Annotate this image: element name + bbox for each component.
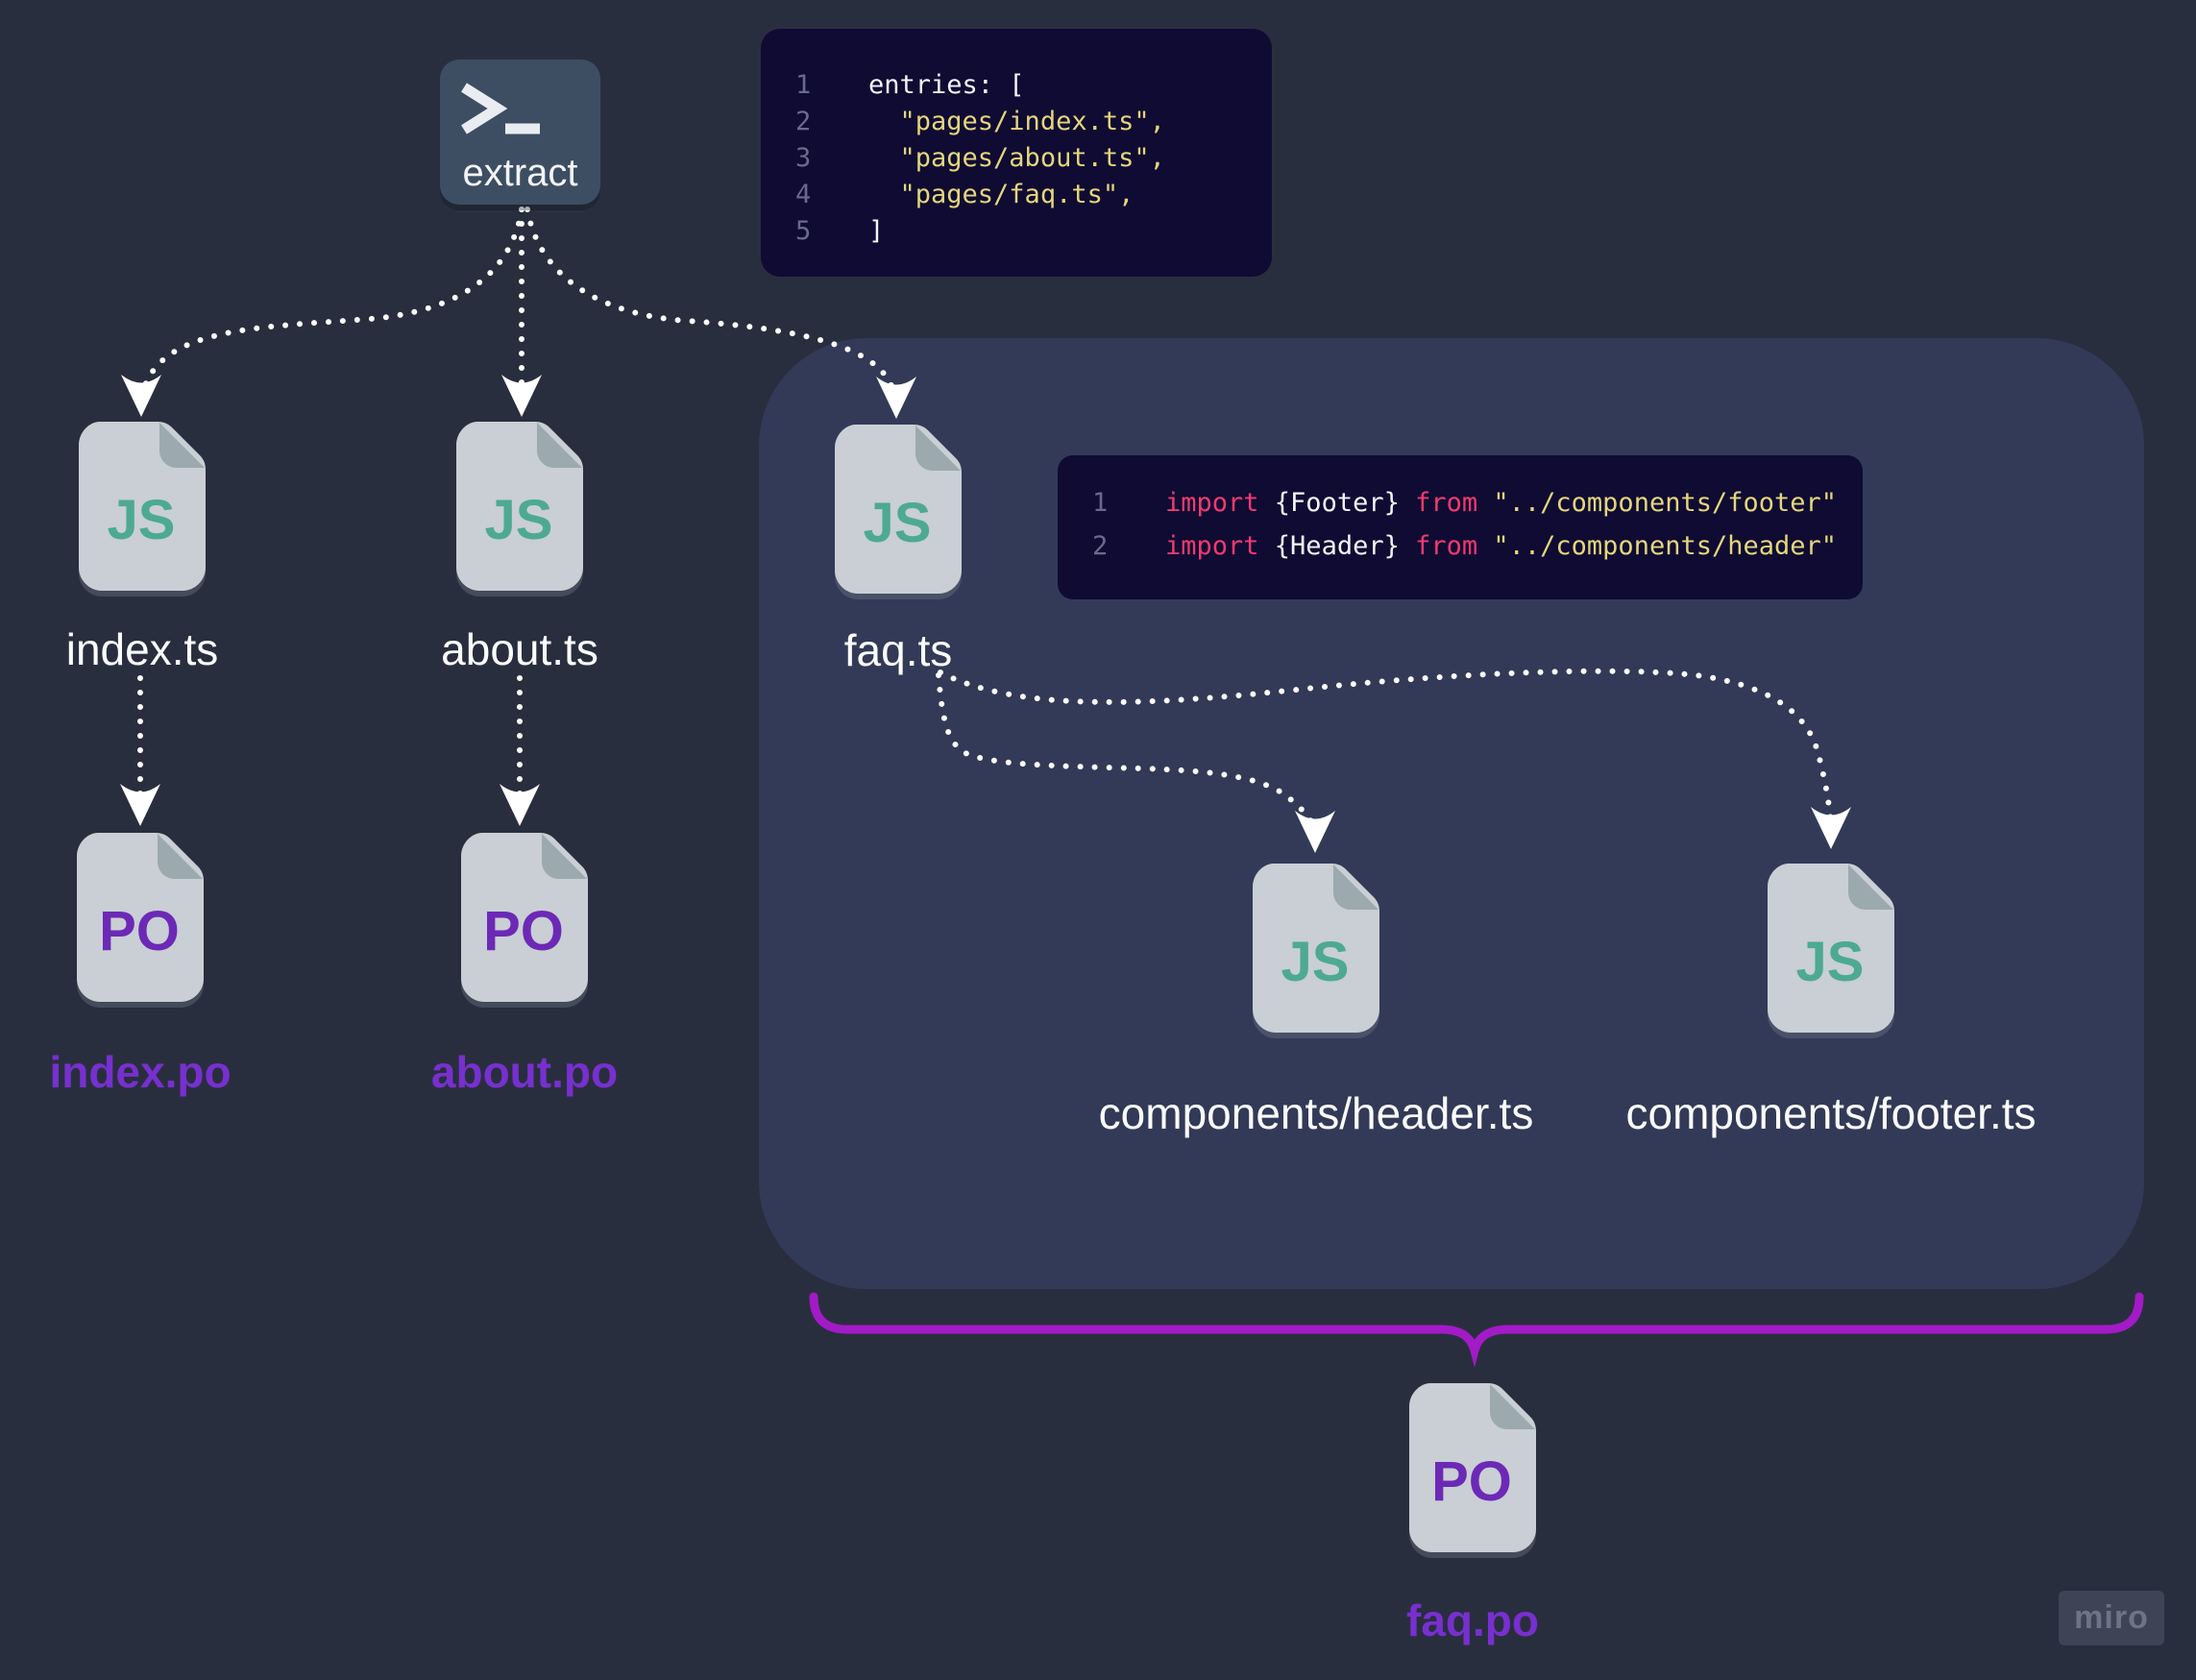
file-label: faq.ts — [843, 625, 953, 675]
js-file-icon: JS — [1768, 864, 1894, 1033]
po-file-icon: PO — [77, 833, 204, 1002]
svg-text:PO: PO — [483, 900, 564, 962]
connector-extract-to-index[interactable] — [139, 207, 525, 399]
file-node-index-po[interactable]: PO index.po — [49, 831, 232, 1097]
svg-text:JS: JS — [1281, 931, 1350, 993]
group-brace[interactable] — [809, 1292, 2144, 1368]
miro-watermark[interactable]: miro — [2059, 1591, 2164, 1645]
svg-text:PO: PO — [99, 900, 180, 962]
arrowhead-about — [501, 375, 542, 417]
file-label: index.po — [49, 1047, 232, 1097]
file-label: about.ts — [441, 624, 598, 674]
file-node-index-ts[interactable]: JS index.ts — [66, 420, 218, 674]
js-file-icon: JS — [456, 422, 583, 591]
arrowhead-about-po — [500, 784, 540, 826]
code-line: 2 "pages/index.ts", — [795, 107, 1165, 136]
arrowhead-index-po — [120, 784, 160, 826]
file-node-about-po[interactable]: PO about.po — [431, 831, 618, 1097]
po-file-icon: PO — [1409, 1383, 1536, 1552]
file-label: components/footer.ts — [1625, 1088, 2037, 1138]
svg-text:JS: JS — [1796, 931, 1865, 993]
svg-text:JS: JS — [864, 492, 932, 554]
js-file-icon: JS — [1253, 864, 1379, 1033]
file-node-faq-ts[interactable]: JS faq.ts — [833, 423, 964, 675]
code-line: 4 "pages/faq.ts", — [795, 180, 1135, 209]
extract-terminal-node[interactable]: extract — [440, 60, 600, 205]
svg-text:JS: JS — [485, 489, 553, 551]
svg-text:PO: PO — [1431, 1450, 1512, 1513]
file-node-faq-po[interactable]: PO faq.po — [1406, 1381, 1539, 1645]
arrowhead-index — [121, 375, 161, 417]
code-line: 3 "pages/about.ts", — [795, 143, 1165, 173]
file-node-footer-ts[interactable]: JS components/footer.ts — [1625, 862, 2037, 1138]
file-label: components/header.ts — [1098, 1088, 1534, 1138]
svg-text:JS: JS — [108, 489, 176, 551]
code-line: 5] — [795, 216, 885, 246]
js-file-icon: JS — [79, 422, 206, 591]
file-label: about.po — [430, 1047, 619, 1097]
file-label: faq.po — [1406, 1595, 1539, 1645]
js-file-icon: JS — [835, 425, 962, 594]
terminal-label: extract — [462, 152, 578, 194]
file-node-header-ts[interactable]: JS components/header.ts — [1099, 862, 1533, 1138]
file-label: index.ts — [65, 624, 219, 674]
file-node-about-ts[interactable]: JS about.ts — [441, 420, 598, 674]
po-file-icon: PO — [461, 833, 588, 1002]
terminal-prompt-icon — [461, 83, 540, 134]
